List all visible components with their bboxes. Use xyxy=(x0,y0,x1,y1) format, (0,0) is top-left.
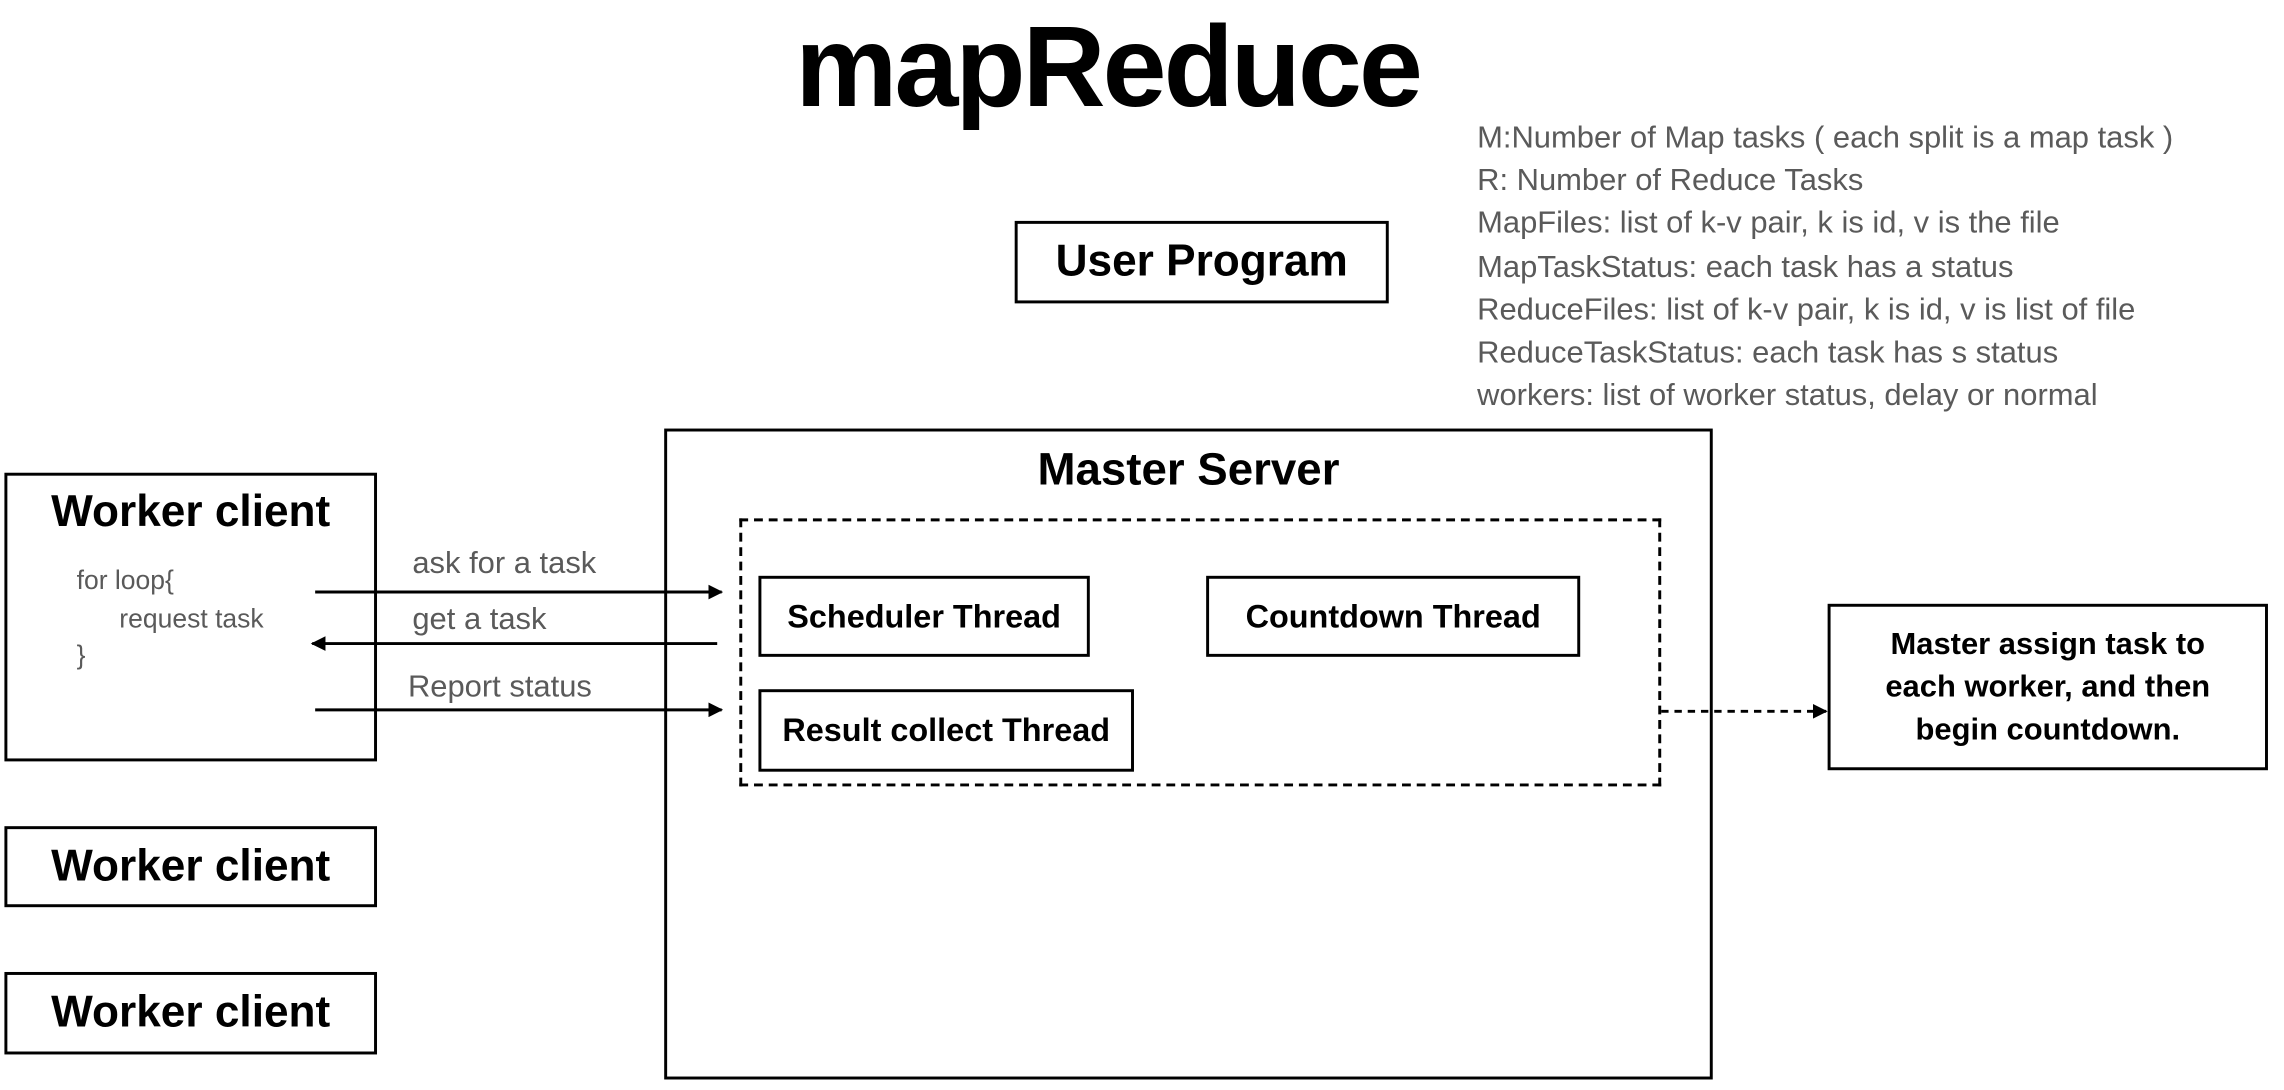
worker-client-title: Worker client xyxy=(51,487,331,537)
result-thread-label: Result collect Thread xyxy=(782,711,1111,749)
code-line: } xyxy=(76,640,86,671)
countdown-thread-box: Countdown Thread xyxy=(1206,575,1581,657)
scheduler-thread-box: Scheduler Thread xyxy=(758,575,1090,657)
user-program-box: User Program xyxy=(1014,220,1389,304)
thread-group xyxy=(739,518,1662,787)
worker-client-label: Worker client xyxy=(51,988,331,1037)
assign-note-line: each worker, and then xyxy=(1885,670,2211,704)
edge-label-ask: ask for a task xyxy=(412,546,597,581)
note-line: workers: list of worker status, delay or… xyxy=(1477,378,2098,413)
code-line: for loop{ xyxy=(76,565,174,595)
assign-note-box: Master assign task to each worker, and t… xyxy=(1827,603,2268,771)
note-line: MapFiles: list of k-v pair, k is id, v i… xyxy=(1477,206,2060,241)
edge-label-report: Report status xyxy=(407,670,592,704)
note-line: ReduceFiles: list of k-v pair, k is id, … xyxy=(1477,292,2136,327)
assign-note-line: Master assign task to xyxy=(1890,627,2206,662)
master-server-title: Master Server xyxy=(1037,443,1340,495)
worker-client-box: Worker client xyxy=(4,971,378,1055)
worker-client-label: Worker client xyxy=(51,841,331,891)
diagram-title: mapReduce xyxy=(795,1,1423,132)
note-line: MapTaskStatus: each task has a status xyxy=(1477,249,2014,284)
assign-note-line: begin countdown. xyxy=(1915,712,2181,747)
worker-client-box: Worker client xyxy=(4,826,378,908)
notes-list: M:Number of Map tasks ( each split is a … xyxy=(1477,116,2173,417)
worker-client-main: Worker client for loop{ request task } xyxy=(4,472,378,762)
scheduler-thread-label: Scheduler Thread xyxy=(787,597,1061,634)
user-program-label: User Program xyxy=(1055,237,1348,286)
note-line: R: Number of Reduce Tasks xyxy=(1477,163,1864,198)
note-line: M:Number of Map tasks ( each split is a … xyxy=(1477,120,2174,155)
countdown-thread-label: Countdown Thread xyxy=(1245,597,1541,634)
edge-label-get: get a task xyxy=(412,602,547,637)
result-thread-box: Result collect Thread xyxy=(758,689,1134,772)
note-line: ReduceTaskStatus: each task has s status xyxy=(1477,335,2059,370)
code-line: request task xyxy=(119,603,264,634)
